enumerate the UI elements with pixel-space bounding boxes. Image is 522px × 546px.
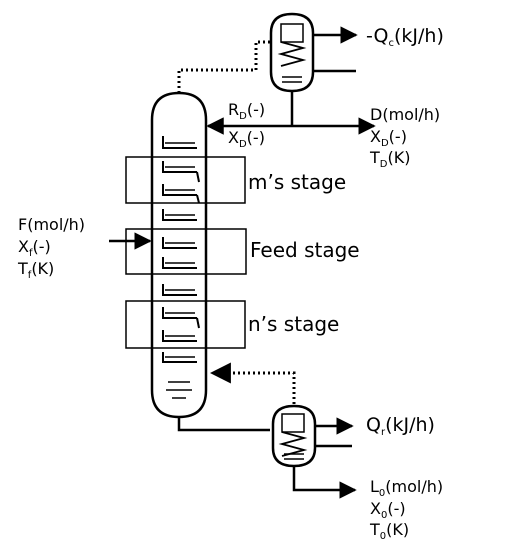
tray: [162, 209, 197, 221]
reflux-composition-label: XD(-): [228, 128, 265, 150]
m-stage-label: m’s stage: [248, 170, 346, 194]
reboiler: [271, 404, 317, 468]
condenser: [269, 12, 315, 93]
feed-stage-box: [125, 228, 247, 275]
bottoms-arrow: [292, 466, 357, 499]
m-stage-box: [125, 156, 246, 204]
reboiler-duty-label: Qr(kJ/h): [366, 414, 435, 438]
sump-liquid: [166, 381, 192, 399]
tray: [162, 257, 197, 269]
tray: [162, 284, 197, 296]
tray: [162, 330, 197, 342]
condenser-duty-label: -Qc(kJ/h): [366, 25, 444, 49]
tray: [162, 184, 200, 204]
tray: [162, 136, 197, 149]
tray: [162, 352, 197, 363]
feed-stage-label: Feed stage: [250, 238, 360, 262]
reflux-rate-label: RD(-): [228, 100, 265, 122]
n-stage-label: n’s stage: [248, 312, 339, 336]
tray: [162, 237, 197, 249]
distillate-composition-label: XD(-): [370, 127, 407, 149]
vapor-line: [177, 40, 270, 93]
bottoms-composition-label: X0(-): [370, 499, 406, 521]
tray: [162, 161, 200, 183]
n-stage-box: [125, 300, 246, 349]
boilup-line: [209, 362, 296, 404]
distillate-temperature-label: TD(K): [369, 148, 410, 170]
column-shell: [150, 91, 208, 419]
tray-group: [162, 136, 200, 363]
feed-temperature-label: Tf(K): [17, 259, 54, 281]
distillate-flow-label: D(mol/h): [370, 105, 440, 124]
bottoms-flow-label: L0(mol/h): [370, 477, 443, 499]
tray: [162, 307, 200, 329]
feed-flow-label: F(mol/h): [18, 215, 85, 234]
bottom-outlet-line: [177, 417, 270, 432]
feed-composition-label: Xf(-): [18, 237, 51, 259]
bottoms-temperature-label: T0(K): [369, 520, 409, 542]
